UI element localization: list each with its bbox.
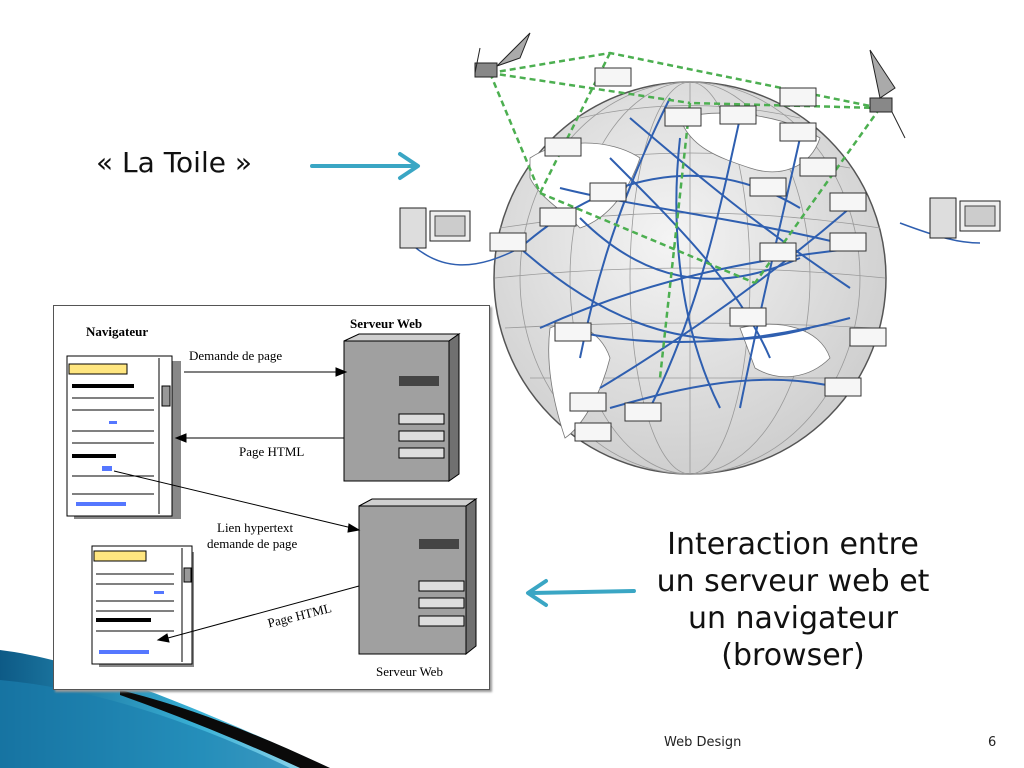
interaction-caption: Interaction entre un serveur web et un n… (620, 526, 966, 674)
client-server-diagram: Navigateur Serveur Web Demande de page P… (53, 305, 490, 690)
computer-icon (929, 197, 1001, 239)
serveur-web-bottom-label: Serveur Web (376, 664, 443, 679)
browser-window-icon (91, 545, 194, 667)
arrow-left-icon (526, 579, 636, 607)
caption-line: un navigateur (687, 601, 899, 636)
navigateur-label: Navigateur (86, 324, 149, 339)
serveur-web-top-label: Serveur Web (350, 316, 423, 331)
arrow-right-icon (310, 152, 420, 180)
server-nodes (489, 67, 887, 442)
computer-icon (399, 207, 471, 249)
la-toile-label: « La Toile » (96, 146, 252, 179)
request-arrows (113, 367, 361, 643)
diagram-drawing (66, 333, 478, 667)
server-tower-icon (343, 333, 461, 482)
demande-de-page-label: Demande de page (189, 348, 283, 363)
satellite-icon (474, 32, 531, 78)
page-html-top-label: Page HTML (239, 444, 305, 459)
caption-line: Interaction entre (667, 527, 919, 562)
footer-title: Web Design (664, 735, 742, 750)
globe-network-illustration (399, 32, 1001, 475)
browser-window-icon (66, 355, 181, 519)
lien-hypertext-label: Lien hypertext (217, 520, 294, 535)
page-number: 6 (988, 735, 997, 750)
caption-line: un serveur web et (656, 564, 930, 599)
lien-demande-label: demande de page (207, 536, 298, 551)
server-tower-icon (358, 498, 478, 656)
caption-line: (browser) (721, 638, 865, 673)
satellite-icon (869, 49, 906, 139)
